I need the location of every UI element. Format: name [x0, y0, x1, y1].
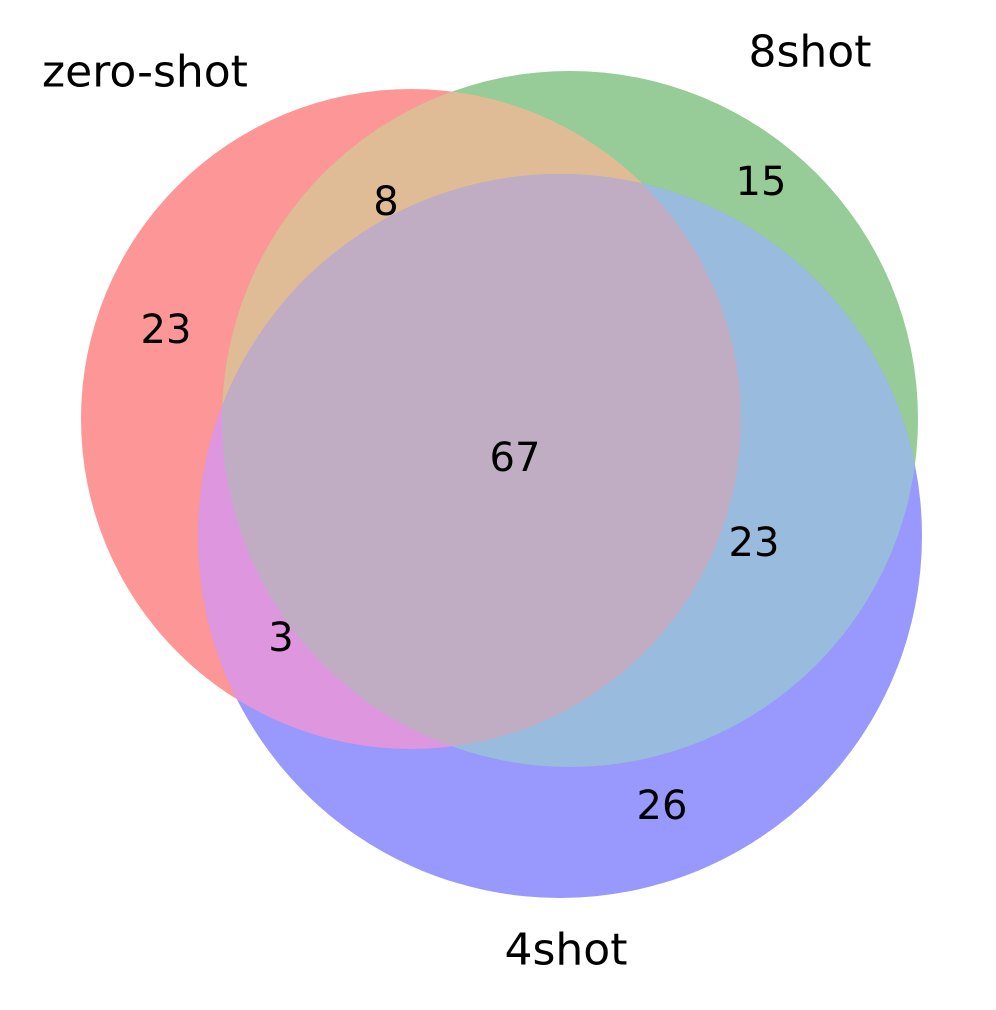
value-zero-shot-only: 23 — [141, 307, 192, 353]
set-label-8shot: 8shot — [749, 27, 872, 78]
value-4shot-only: 26 — [637, 783, 688, 829]
value-8shot-and-4shot: 23 — [729, 520, 780, 566]
set-label-4shot: 4shot — [505, 925, 628, 976]
set-label-zero-shot: zero-shot — [42, 47, 248, 98]
value-zero-shot-and-8shot: 8 — [373, 179, 398, 225]
value-zero-shot-and-4shot: 3 — [268, 615, 293, 661]
value-all-three: 67 — [490, 435, 541, 481]
value-8shot-only: 15 — [736, 159, 787, 205]
